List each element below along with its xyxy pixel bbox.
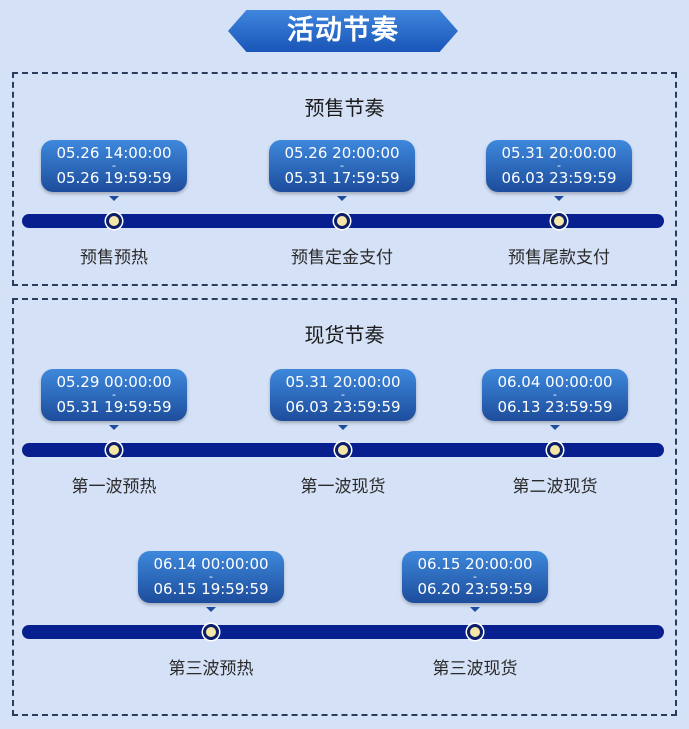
timeline-dot-icon [106, 213, 122, 229]
milestone-label: 第一波预热 [71, 477, 157, 497]
range-separator: - [340, 159, 344, 172]
milestone-label: 第三波预热 [168, 659, 254, 679]
end-time: 06.20 23:59:59 [417, 580, 533, 598]
timeline-dot-icon [467, 624, 483, 640]
time-range-bubble: 05.31 20:00:00-06.03 23:59:59 [270, 369, 416, 430]
milestone-label: 预售定金支付 [291, 248, 393, 268]
section-title: 预售节奏 [304, 96, 385, 120]
range-separator: - [112, 388, 116, 401]
start-time: 06.14 00:00:00 [153, 555, 269, 573]
start-time: 05.31 20:00:00 [285, 373, 401, 391]
end-time: 05.26 19:59:59 [56, 169, 172, 187]
range-separator: - [553, 388, 557, 401]
timeline-dot-icon [547, 442, 563, 458]
time-range-bubble: 06.14 00:00:00-06.15 19:59:59 [138, 551, 284, 612]
milestone-label: 第一波现货 [300, 477, 386, 497]
milestone-label: 第三波现货 [432, 659, 518, 679]
time-range-bubble: 05.26 20:00:00-05.31 17:59:59 [269, 140, 415, 201]
start-time: 05.26 14:00:00 [56, 144, 172, 162]
start-time: 05.26 20:00:00 [284, 144, 400, 162]
time-range-bubble: 05.31 20:00:00-06.03 23:59:59 [486, 140, 632, 201]
timeline-dot-icon [106, 442, 122, 458]
milestone-label: 预售预热 [80, 248, 148, 268]
timeline-track [22, 213, 664, 229]
start-time: 05.29 00:00:00 [56, 373, 172, 391]
start-time: 06.04 00:00:00 [497, 373, 613, 391]
end-time: 05.31 17:59:59 [284, 169, 400, 187]
page-title-banner: 活动节奏 [228, 10, 458, 52]
timeline-dot-icon [203, 624, 219, 640]
range-separator: - [557, 159, 561, 172]
end-time: 06.15 19:59:59 [153, 580, 269, 598]
timeline-dot-icon [334, 213, 350, 229]
end-time: 06.03 23:59:59 [285, 398, 401, 416]
end-time: 05.31 19:59:59 [56, 398, 172, 416]
range-separator: - [209, 570, 213, 583]
time-range-bubble: 06.15 20:00:00-06.20 23:59:59 [402, 551, 548, 612]
range-separator: - [473, 570, 477, 583]
milestone-label: 第二波现货 [512, 477, 598, 497]
end-time: 06.13 23:59:59 [497, 398, 613, 416]
timeline-dot-icon [335, 442, 351, 458]
timeline-track [22, 442, 664, 458]
time-range-bubble: 05.26 14:00:00-05.26 19:59:59 [41, 140, 187, 201]
start-time: 05.31 20:00:00 [501, 144, 617, 162]
timeline-track [22, 624, 664, 640]
timeline-dot-icon [551, 213, 567, 229]
milestone-label: 预售尾款支付 [508, 248, 610, 268]
range-separator: - [341, 388, 345, 401]
range-separator: - [112, 159, 116, 172]
time-range-bubble: 06.04 00:00:00-06.13 23:59:59 [482, 369, 628, 430]
start-time: 06.15 20:00:00 [417, 555, 533, 573]
section-title: 现货节奏 [304, 323, 385, 347]
end-time: 06.03 23:59:59 [501, 169, 617, 187]
time-range-bubble: 05.29 00:00:00-05.31 19:59:59 [41, 369, 187, 430]
